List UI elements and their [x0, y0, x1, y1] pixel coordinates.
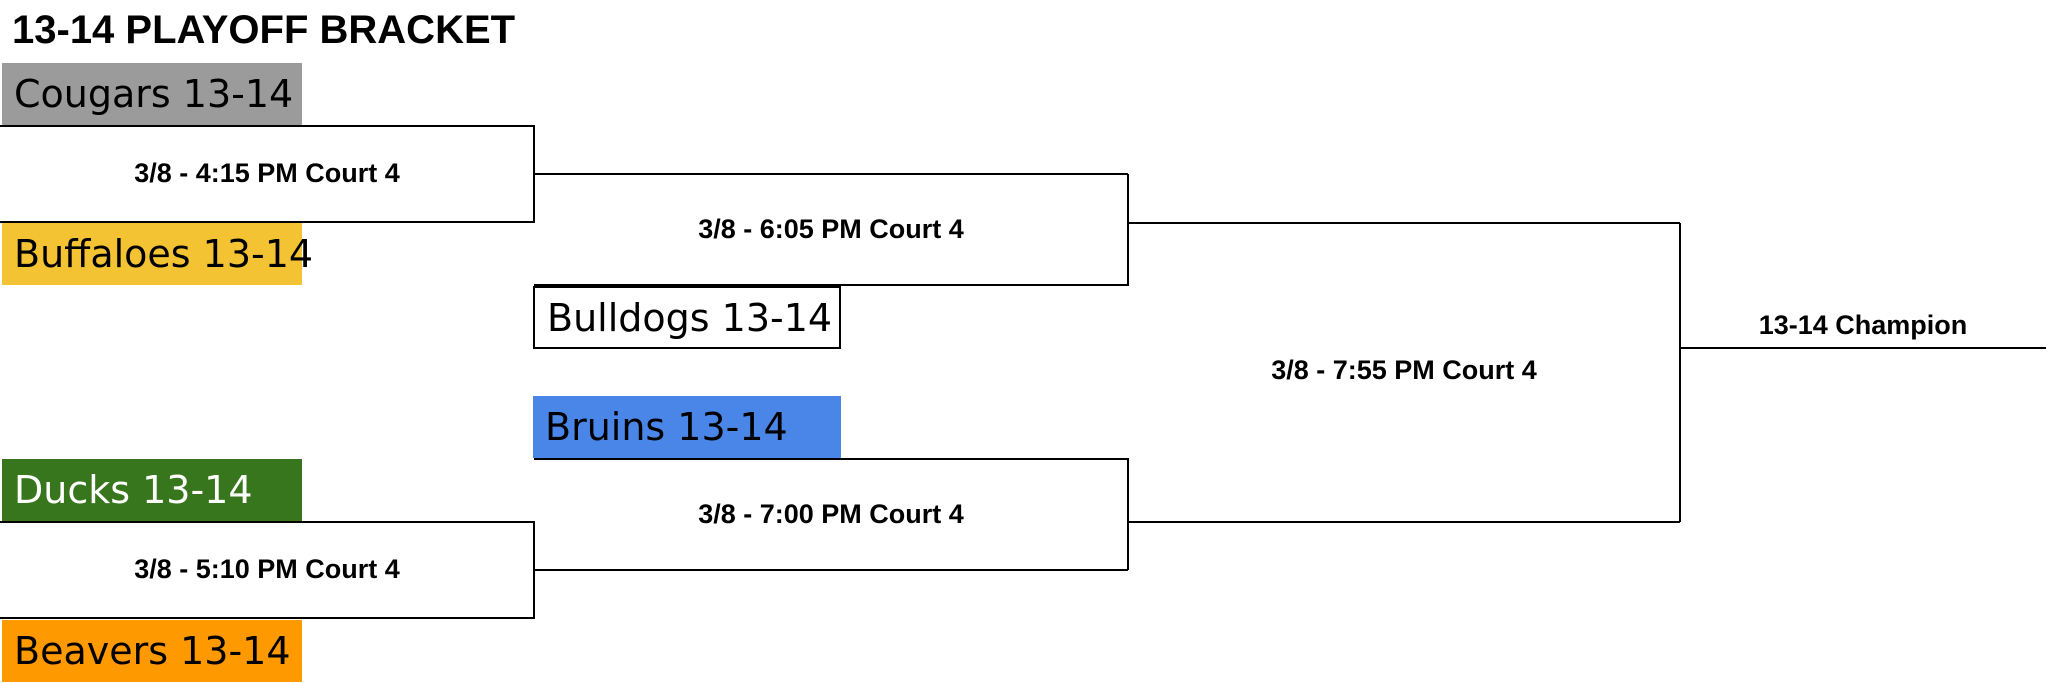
game-4-label: 3/8 - 7:00 PM Court 4: [698, 499, 964, 529]
team-bulldogs-label: Bulldogs 13-14: [547, 296, 833, 340]
final-game-label: 3/8 - 7:55 PM Court 4: [1271, 355, 1537, 385]
game-1-label: 3/8 - 4:15 PM Court 4: [134, 158, 400, 188]
team-buffaloes-label: Buffaloes 13-14: [14, 232, 314, 276]
bracket-line-game3: [534, 174, 1129, 286]
team-beavers: Beavers 13-14: [2, 620, 302, 682]
bracket-line-game4: [534, 458, 1129, 570]
team-ducks: Ducks 13-14: [2, 459, 302, 521]
team-cougars: Cougars 13-14: [2, 63, 302, 125]
page-title: 13-14 PLAYOFF BRACKET: [12, 8, 516, 52]
champion-label: 13-14 Champion: [1758, 310, 1968, 340]
team-bulldogs: Bulldogs 13-14: [533, 286, 841, 349]
team-cougars-label: Cougars 13-14: [14, 72, 294, 116]
team-buffaloes: Buffaloes 13-14: [2, 223, 313, 285]
team-ducks-label: Ducks 13-14: [14, 468, 253, 512]
team-beavers-label: Beavers 13-14: [14, 629, 291, 673]
team-bruins: Bruins 13-14: [533, 396, 841, 458]
game-2-label: 3/8 - 5:10 PM Court 4: [134, 554, 400, 584]
game-3-label: 3/8 - 6:05 PM Court 4: [698, 214, 964, 244]
team-bruins-label: Bruins 13-14: [545, 405, 788, 449]
